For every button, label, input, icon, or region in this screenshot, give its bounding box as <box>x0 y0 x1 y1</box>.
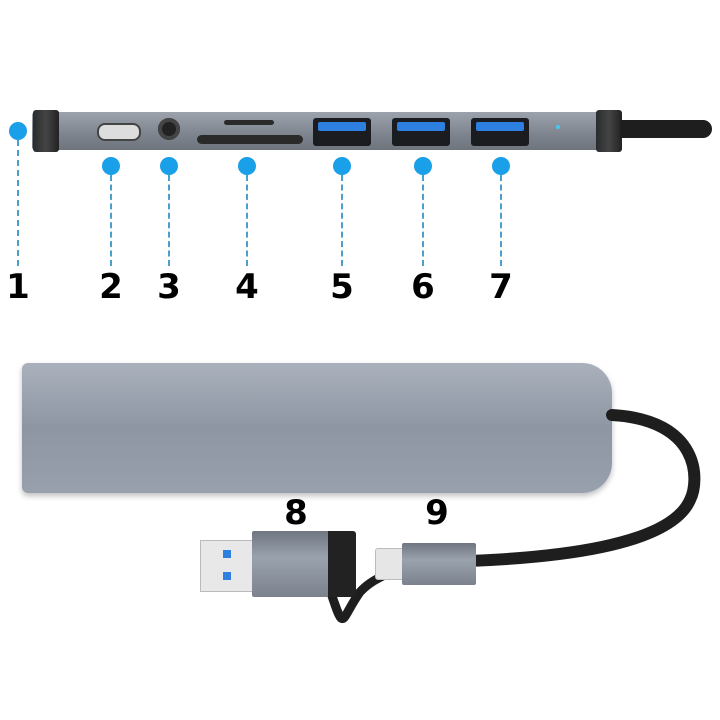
callout-line-6 <box>422 175 424 266</box>
tf-slot-icon <box>197 135 303 144</box>
usb-a-plug-tip <box>200 540 254 592</box>
callout-dot-5 <box>333 157 351 175</box>
hub-top-view: 1 2 3 4 5 6 7 <box>0 0 720 320</box>
callout-line-3 <box>168 175 170 266</box>
cable-stub <box>620 120 712 138</box>
usb-a-connector <box>252 531 330 597</box>
usb-a-blue-contact-icon <box>223 550 231 558</box>
callout-line-4 <box>246 175 248 266</box>
cable <box>322 409 701 623</box>
usb-a-blue-contact-icon <box>223 572 231 580</box>
usb-c-port-icon <box>97 123 141 141</box>
callout-dot-3 <box>160 157 178 175</box>
label-6: 6 <box>411 267 435 307</box>
label-3: 3 <box>157 267 181 307</box>
usb-a-port-6-icon <box>392 118 450 146</box>
callout-line-5 <box>341 175 343 266</box>
callout-dot-7 <box>492 157 510 175</box>
sd-slot-icon <box>224 120 274 125</box>
audio-jack-icon <box>158 118 180 140</box>
usb-a-connector-cap <box>328 531 356 597</box>
callout-line-2 <box>110 175 112 266</box>
usb-c-plug-tip <box>375 548 407 580</box>
callout-line-7 <box>500 175 502 266</box>
hub-front-view: 8 9 <box>0 330 720 720</box>
usb-c-connector <box>402 543 476 585</box>
usb-a-port-7-icon <box>471 118 529 146</box>
led-indicator-icon <box>556 125 560 129</box>
end-cap-right <box>596 110 622 152</box>
label-8: 8 <box>284 493 308 533</box>
usb-a-port-5-icon <box>313 118 371 146</box>
label-5: 5 <box>330 267 354 307</box>
callout-dot-6 <box>414 157 432 175</box>
label-7: 7 <box>489 267 513 307</box>
label-4: 4 <box>235 267 259 307</box>
label-1: 1 <box>6 267 30 307</box>
callout-dot-1 <box>9 122 27 140</box>
callout-line-1 <box>17 140 19 266</box>
end-cap-left <box>33 110 59 152</box>
callout-dot-4 <box>238 157 256 175</box>
label-9: 9 <box>425 493 449 533</box>
callout-dot-2 <box>102 157 120 175</box>
hub-body-front <box>22 363 612 493</box>
label-2: 2 <box>99 267 123 307</box>
